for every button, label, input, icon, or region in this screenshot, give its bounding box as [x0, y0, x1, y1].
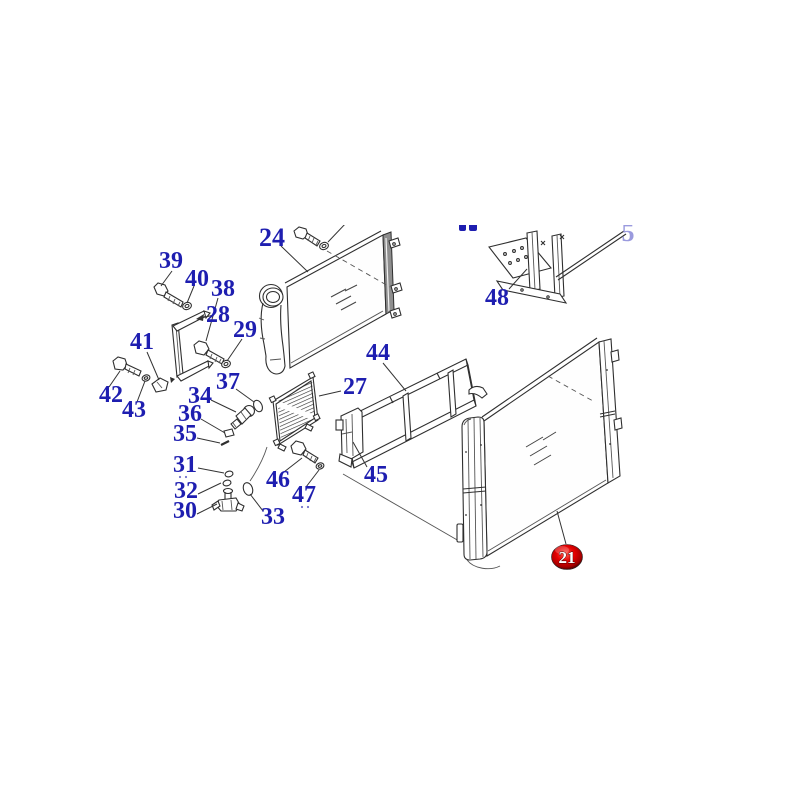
radiator-24 — [258, 225, 403, 375]
radiator-24-tabs — [388, 237, 403, 319]
sensor-34 — [230, 404, 256, 430]
o-ring-31 — [224, 470, 234, 478]
cut-off-labels: 5 — [459, 218, 635, 247]
screw-marks-48 — [540, 234, 565, 246]
gasket-33 — [242, 482, 254, 496]
radiator-21-left-tank — [456, 416, 501, 570]
radiator-21 — [456, 337, 623, 570]
washer-47 — [315, 462, 325, 470]
bolt-above-radiator-24 — [293, 226, 329, 251]
part-label-24[interactable]: 24 — [259, 223, 285, 252]
part-label-34[interactable]: 34 — [188, 383, 212, 409]
part-label-37[interactable]: 37 — [216, 369, 240, 395]
radiator-21-right-edge — [598, 338, 623, 484]
bolt-38 — [193, 340, 225, 365]
part-label-28[interactable]: 28 — [206, 302, 230, 328]
part-label-27[interactable]: 27 — [343, 374, 367, 400]
radiator-24-core-shine — [330, 284, 358, 311]
fitting-36 — [223, 428, 235, 438]
radiator-24-hose — [258, 283, 286, 375]
washer-43 — [141, 374, 151, 382]
washer-29 — [221, 359, 231, 369]
o-ring-37 — [253, 399, 263, 413]
part-label-31[interactable]: 31 — [173, 452, 197, 478]
part-label-5-partial: 5 — [622, 218, 635, 247]
bracket-45 — [335, 407, 364, 468]
assembly-guide-line — [342, 473, 460, 542]
radiator-21-core-shine — [525, 431, 557, 466]
bracket-48 — [488, 230, 627, 304]
part-label-40[interactable]: 40 — [185, 266, 209, 292]
part-label-46[interactable]: 46 — [266, 467, 290, 493]
part-label-39[interactable]: 39 — [159, 248, 183, 274]
drain-pipe-contour — [249, 446, 268, 482]
badge-label-21[interactable]: 21 — [558, 548, 576, 568]
washer-40 — [182, 301, 192, 311]
clamp-41 — [151, 377, 175, 393]
bolt-42 — [112, 356, 142, 377]
part-label-35[interactable]: 35 — [173, 421, 197, 447]
part-label-42[interactable]: 42 — [99, 382, 123, 408]
part-label-41[interactable]: 41 — [130, 329, 154, 355]
part-label-32[interactable]: 32 — [174, 478, 198, 504]
alignment-dashed-line — [326, 250, 391, 288]
bolt-39 — [153, 282, 184, 308]
highlight-badge-21[interactable]: 21 — [551, 544, 583, 570]
part-label-36[interactable]: 36 — [178, 401, 202, 427]
part-label-47[interactable]: 47 — [292, 482, 316, 508]
pin-35 — [220, 440, 230, 446]
part-label-33[interactable]: 33 — [261, 504, 285, 530]
oil-cooler-27 — [268, 371, 321, 452]
part-label-38[interactable]: 38 — [211, 276, 235, 302]
bracket-28 — [171, 310, 214, 382]
part-label-48[interactable]: 48 — [485, 285, 509, 311]
drain-valve-30 — [211, 487, 245, 512]
part-label-45[interactable]: 45 — [364, 462, 388, 488]
frame-44 — [343, 358, 488, 469]
label-dot-marks — [178, 475, 310, 509]
support-rod — [555, 230, 627, 281]
part-label-43[interactable]: 43 — [122, 397, 146, 423]
bolt-46 — [290, 440, 319, 464]
cut-label-stub-1 — [459, 225, 466, 231]
leader-lines — [108, 245, 567, 545]
part-label-29[interactable]: 29 — [233, 317, 257, 343]
frame-44-end-clamp — [468, 385, 488, 399]
part-label-30[interactable]: 30 — [173, 498, 197, 524]
part-label-44[interactable]: 44 — [366, 340, 390, 366]
cut-label-stub-2 — [469, 225, 477, 231]
o-ring-32 — [222, 479, 232, 487]
